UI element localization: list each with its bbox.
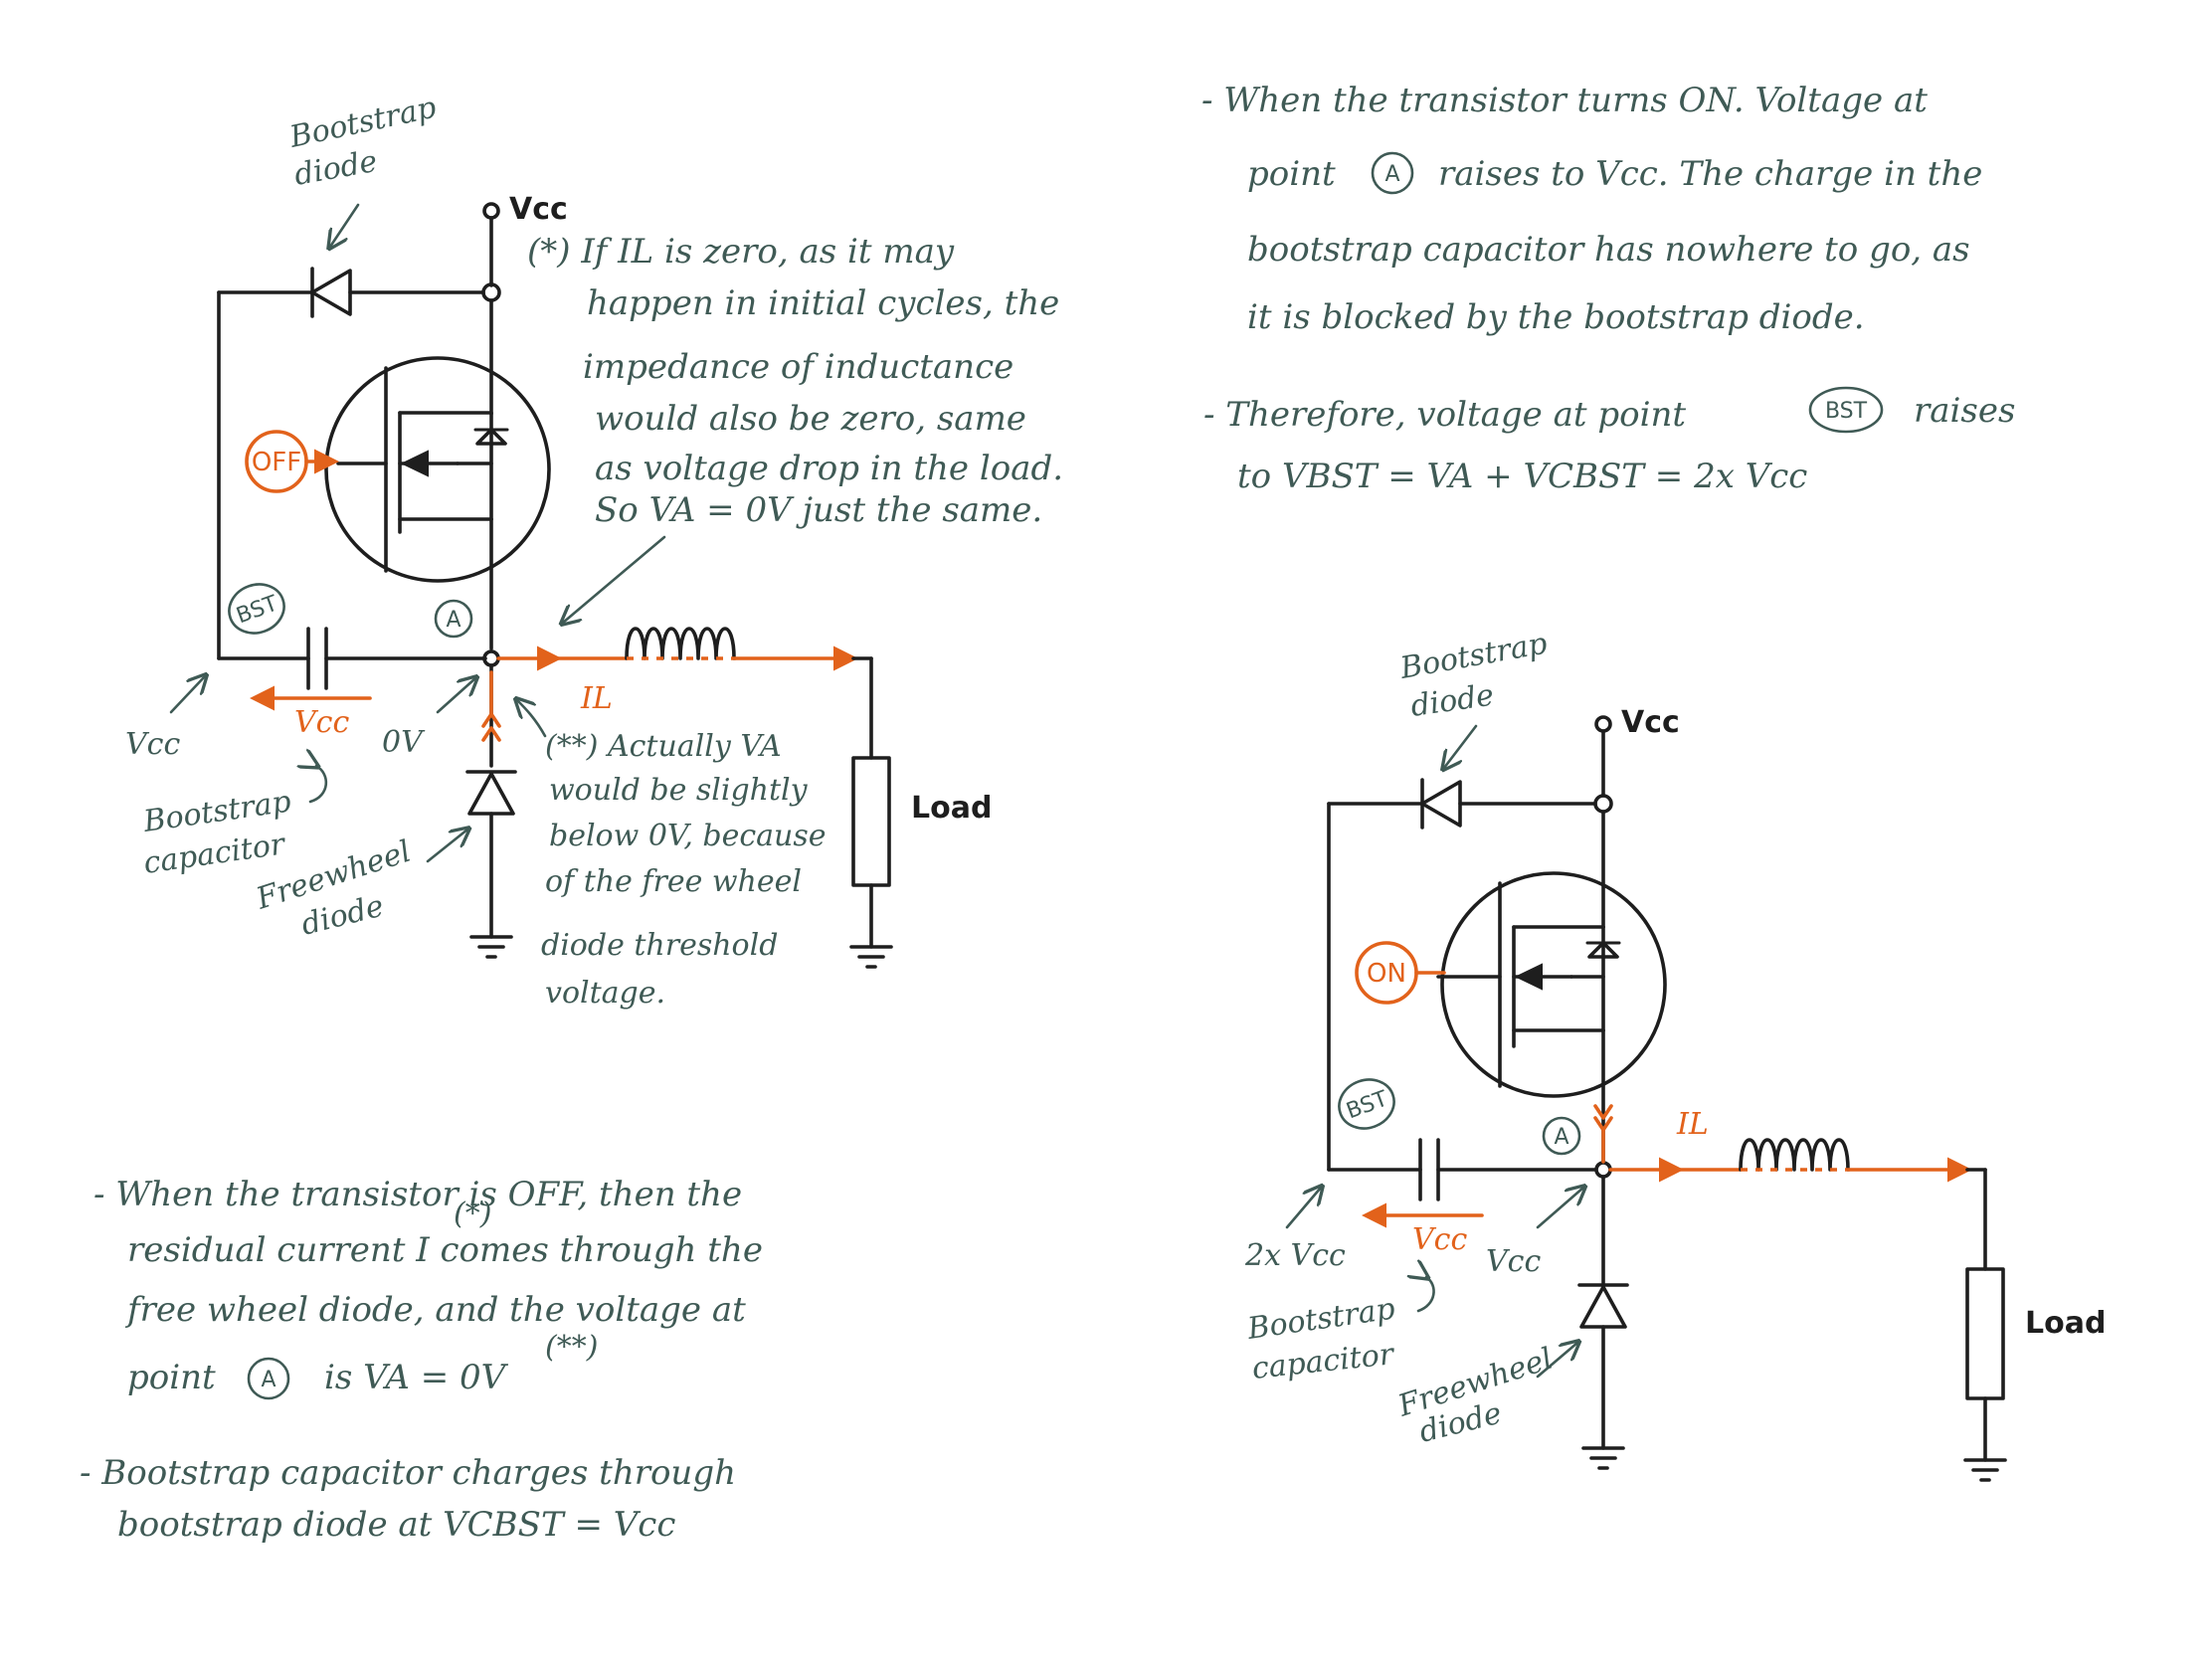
node-bst-marker: BST bbox=[228, 583, 285, 635]
on-note-node-a-circle bbox=[1371, 151, 1414, 195]
on-note-line-1: - When the transistor turns ON. Voltage … bbox=[1201, 81, 1928, 120]
load-resistor-right: Load bbox=[1963, 1168, 2106, 1482]
note-double-star: (**) Actually VA would be slightly below… bbox=[517, 700, 827, 1011]
on-state-notes: - When the transistor turns ON. Voltage … bbox=[1201, 81, 2015, 496]
note-star-line-6: So VA = 0V just the same. bbox=[595, 490, 1042, 530]
node-a-dot-right bbox=[1594, 1161, 1612, 1179]
vcc-terminal-right: Vcc bbox=[1593, 705, 1680, 814]
mosfet-transistor-right bbox=[1436, 810, 1667, 1164]
vcc-label: Vcc bbox=[509, 192, 568, 227]
bst-voltage-label-right: 2x Vcc bbox=[1244, 1238, 1346, 1273]
gate-on-signal: ON bbox=[1355, 941, 1446, 1005]
off-note-line-1: - When the transistor is OFF, then the bbox=[93, 1175, 742, 1214]
note-double-star-line-6: voltage. bbox=[545, 976, 665, 1011]
gate-state-label: OFF bbox=[252, 448, 301, 477]
node-a-marker-right: A bbox=[1542, 1116, 1581, 1156]
note-double-star-line-4: of the free wheel bbox=[545, 864, 802, 899]
off-note-line-3: free wheel diode, and the voltage at bbox=[124, 1290, 746, 1330]
current-label: IL bbox=[580, 681, 613, 716]
on-note-line-2-post: raises to Vcc. The charge in the bbox=[1438, 154, 1982, 194]
on-note-line-3: bootstrap capacitor has nowhere to go, a… bbox=[1247, 230, 1970, 270]
off-note-sup-star: (*) bbox=[454, 1197, 491, 1231]
bst-voltage-label: Vcc bbox=[125, 727, 180, 762]
bootstrap-diode-symbol-right bbox=[1327, 778, 1597, 1172]
gate-state-label-right: ON bbox=[1367, 959, 1406, 989]
gate-off-signal: OFF bbox=[245, 430, 340, 493]
note-star-line-5: as voltage drop in the load. bbox=[595, 449, 1063, 488]
bst-note-circle bbox=[1808, 386, 1884, 434]
off-note-node-a-circle bbox=[247, 1357, 290, 1400]
vcc-label-right: Vcc bbox=[1621, 705, 1680, 740]
off-note-sup-double-star: (**) bbox=[545, 1330, 598, 1365]
bootstrap-capacitor-symbol bbox=[217, 627, 487, 690]
charge-note-line-2: bootstrap diode at VCBST = Vcc bbox=[117, 1505, 675, 1545]
bootstrap-diode-label-right-2: diode bbox=[1408, 678, 1496, 724]
bootstrap-capacitor-label-right-2: capacitor bbox=[1250, 1337, 1396, 1386]
off-state-notes: - When the transistor is OFF, then the r… bbox=[80, 1175, 763, 1545]
bootstrap-diode-label-right-1: Bootstrap bbox=[1396, 627, 1550, 687]
vcc-terminal: Vcc bbox=[481, 192, 568, 302]
note-double-star-line-5: diode threshold bbox=[541, 928, 778, 963]
off-note-line-4-pre: point bbox=[127, 1358, 216, 1397]
bst-note-line-2: to VBST = VA + VCBST = 2x Vcc bbox=[1237, 457, 1807, 496]
on-note-node-a: A bbox=[1384, 162, 1399, 187]
node-a-label-right: A bbox=[1554, 1125, 1568, 1150]
node-a-voltage-label-right: Vcc bbox=[1486, 1244, 1541, 1279]
node-a-marker: A bbox=[434, 599, 473, 639]
cap-voltage-label-right: Vcc bbox=[1412, 1222, 1467, 1257]
on-note-line-2-pre: point bbox=[1247, 154, 1336, 194]
inductor-symbol bbox=[496, 627, 873, 671]
off-note-line-2: residual current I comes through the bbox=[127, 1230, 763, 1270]
current-label-right: IL bbox=[1676, 1107, 1709, 1142]
note-star-line-1: (*) If IL is zero, as it may bbox=[527, 232, 955, 272]
cap-voltage-label: Vcc bbox=[294, 705, 349, 740]
right-circuit: Vcc ON bbox=[1244, 627, 2106, 1482]
load-resistor: Load bbox=[849, 656, 992, 969]
load-label-right: Load bbox=[2025, 1306, 2106, 1341]
mosfet-transistor bbox=[324, 298, 551, 650]
note-double-star-line-2: would be slightly bbox=[549, 773, 809, 808]
bootstrap-capacitor-symbol-right bbox=[1327, 1138, 1597, 1201]
freewheel-diode-symbol bbox=[465, 663, 517, 959]
off-note-node-a: A bbox=[261, 1368, 276, 1392]
charge-note-line-1: - Bootstrap capacitor charges through bbox=[80, 1453, 736, 1493]
bst-note-line-1-post: raises bbox=[1914, 391, 2015, 431]
node-bst-label-right: BST bbox=[1343, 1086, 1391, 1124]
off-note-line-4-post: is VA = 0V bbox=[324, 1358, 509, 1397]
node-bst-label: BST bbox=[233, 591, 281, 629]
note-star-line-2: happen in initial cycles, the bbox=[587, 283, 1059, 323]
note-star-line-3: impedance of inductance bbox=[583, 347, 1014, 387]
note-double-star-line-1: (**) Actually VA bbox=[545, 729, 782, 764]
bootstrap-diode-symbol bbox=[217, 267, 485, 660]
note-star: (*) If IL is zero, as it may happen in i… bbox=[527, 232, 1063, 623]
node-a-voltage-label: 0V bbox=[382, 725, 426, 760]
inductor-symbol-right bbox=[1608, 1138, 1987, 1183]
node-a-label: A bbox=[446, 608, 461, 633]
note-double-star-line-3: below 0V, because bbox=[549, 819, 827, 853]
freewheel-diode-symbol-right bbox=[1577, 1175, 1629, 1470]
bst-note-line-1-pre: - Therefore, voltage at point bbox=[1203, 395, 1686, 435]
on-note-line-4: it is blocked by the bootstrap diode. bbox=[1247, 297, 1865, 337]
note-star-line-4: would also be zero, same bbox=[595, 399, 1026, 439]
load-label: Load bbox=[911, 791, 992, 826]
left-circuit: Vcc bbox=[125, 91, 1063, 1011]
node-bst-marker-right: BST bbox=[1338, 1078, 1395, 1130]
bst-note-node: BST bbox=[1825, 399, 1868, 424]
